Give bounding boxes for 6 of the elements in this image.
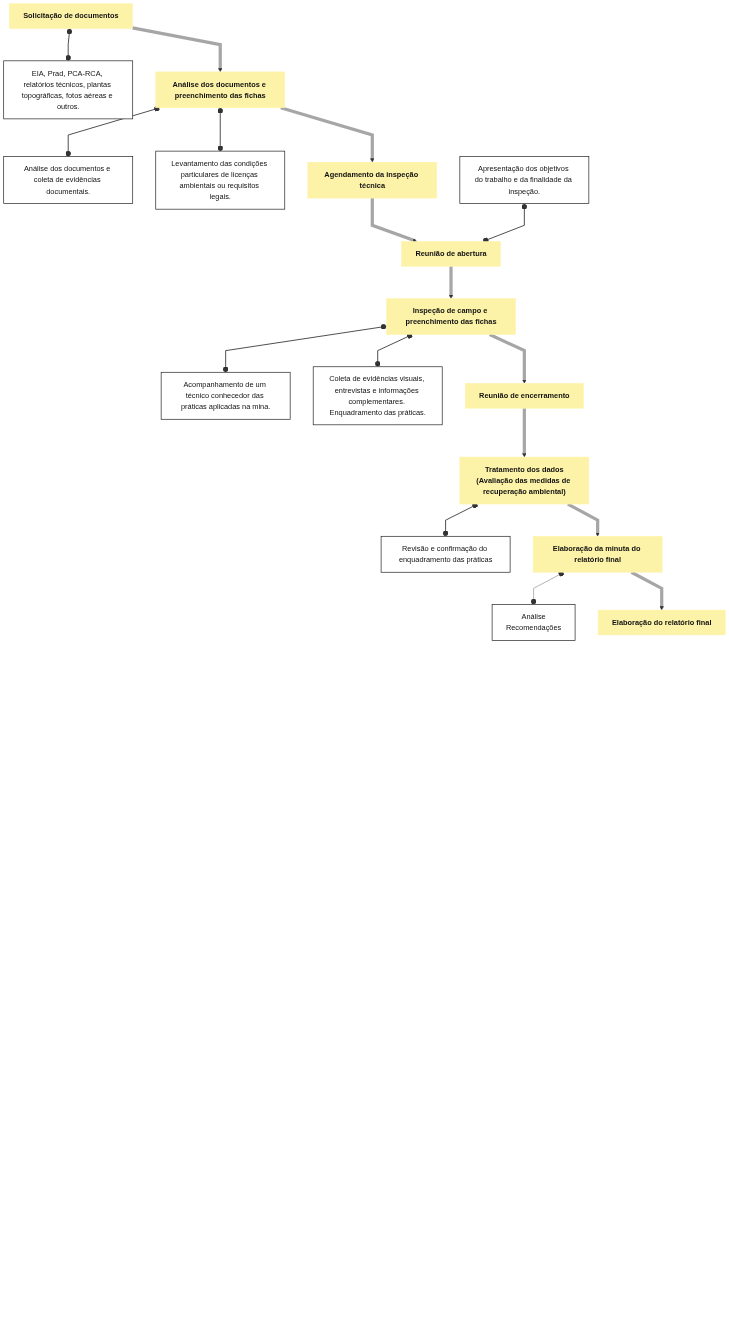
arrow [488, 333, 527, 384]
arrow [449, 266, 454, 299]
arrow [132, 26, 223, 73]
arrow [280, 106, 375, 163]
arrow [370, 198, 417, 243]
arrow [522, 408, 527, 458]
